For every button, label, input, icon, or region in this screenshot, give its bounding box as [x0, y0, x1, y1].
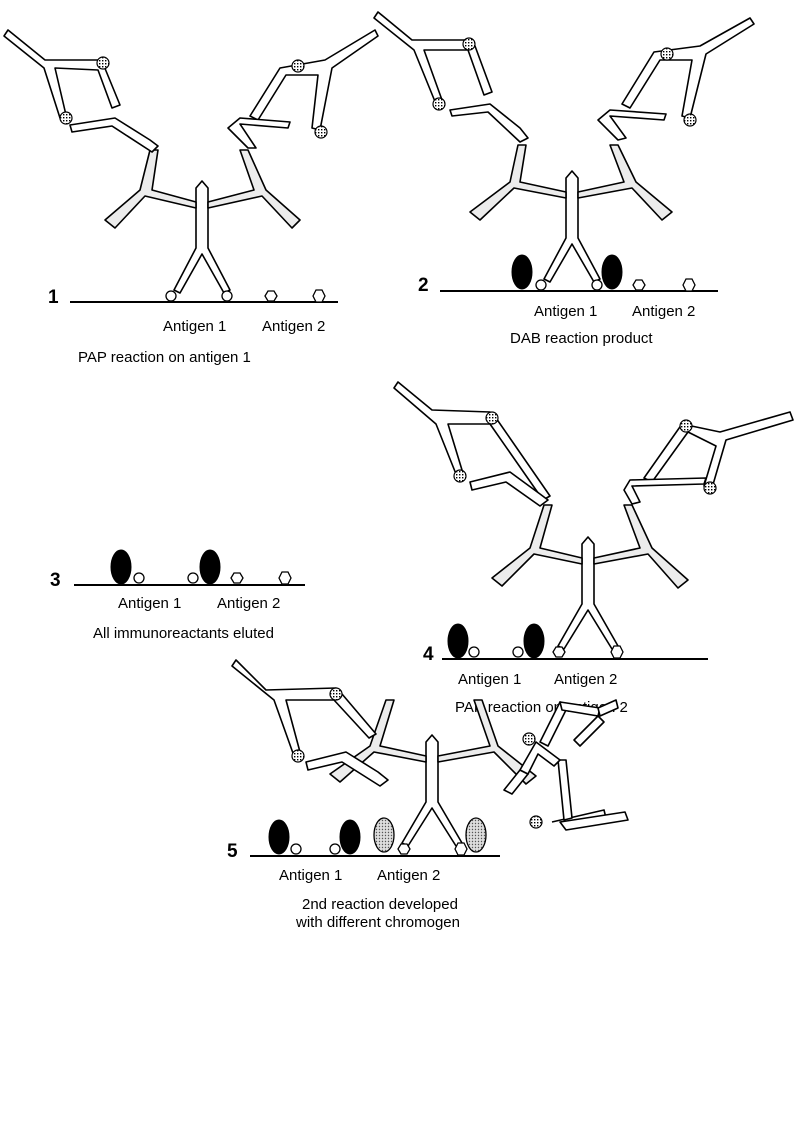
panel-caption: 2nd reaction developed: [302, 896, 458, 913]
panel-number: 2: [418, 275, 429, 296]
panel-caption: PAP reaction on antigen 1: [78, 349, 251, 366]
link-antibody: [105, 150, 196, 228]
antigen-1-marker: [536, 280, 546, 290]
second-chromogen-product: [374, 818, 394, 852]
peroxidase-molecule: [292, 60, 304, 72]
panel-caption: with different chromogen: [295, 914, 460, 931]
panel-number: 4: [423, 644, 434, 665]
peroxidase-molecule: [330, 688, 342, 700]
pap-antibody-left: [374, 12, 492, 104]
peroxidase-molecule: [523, 733, 535, 745]
antigen-2-label: Antigen 2: [217, 595, 280, 612]
antigen-1-marker: [513, 647, 523, 657]
antigen-1-marker: [592, 280, 602, 290]
antigen-1-marker: [222, 291, 232, 301]
dab-reaction-product: [111, 550, 131, 584]
antigen-2-marker: [455, 843, 467, 855]
antigen-2-marker: [231, 573, 243, 583]
panel-number: 5: [227, 841, 238, 862]
peroxidase-molecule: [661, 48, 673, 60]
dab-reaction-product: [269, 820, 289, 854]
antigen-2-label: Antigen 2: [262, 318, 325, 335]
pap-antibody-left: [70, 118, 158, 152]
antigen-1-marker: [166, 291, 176, 301]
dab-reaction-product: [200, 550, 220, 584]
peroxidase-molecule: [684, 114, 696, 126]
link-antibody: [594, 505, 688, 588]
panel-2: 2 Antigen 1 Antigen 2 DAB reaction produ…: [374, 12, 754, 347]
pap-antibody-right: [624, 478, 706, 504]
pap-antibody-right: [574, 716, 604, 746]
antigen-2-marker: [265, 291, 277, 301]
panel-number: 1: [48, 287, 59, 308]
pap-antibody-left: [4, 30, 120, 118]
dab-reaction-product: [340, 820, 360, 854]
dab-reaction-product: [524, 624, 544, 658]
peroxidase-molecule: [60, 112, 72, 124]
pap-complex: [394, 382, 793, 649]
antigen-1-label: Antigen 1: [118, 595, 181, 612]
antigen-1-label: Antigen 1: [534, 303, 597, 320]
panel-4: 4 Antigen 1 Antigen 2 PAP reaction on an…: [394, 382, 793, 716]
pap-antibody-right: [622, 18, 754, 118]
panel-1: 1 Antigen 1 Antigen 2 PAP reaction on an…: [4, 30, 378, 366]
pap-antibody-right: [558, 760, 572, 820]
antigen-1-marker: [291, 844, 301, 854]
peroxidase-molecule: [463, 38, 475, 50]
antigen-1-marker: [469, 647, 479, 657]
antigen-2-marker: [398, 844, 410, 854]
pap-antibody-right: [644, 412, 793, 488]
antigen-2-marker: [553, 647, 565, 657]
primary-antibody: [544, 171, 600, 282]
peroxidase-molecule: [680, 420, 692, 432]
panel-caption: DAB reaction product: [510, 330, 653, 347]
pap-complex: [374, 12, 754, 282]
peroxidase-molecule: [433, 98, 445, 110]
link-antibody: [208, 150, 300, 228]
panel-caption: All immunoreactants eluted: [93, 625, 274, 642]
dab-reaction-product: [512, 255, 532, 289]
pap-antibody-left: [450, 104, 528, 142]
antigen-1-label: Antigen 1: [163, 318, 226, 335]
peroxidase-molecule: [315, 126, 327, 138]
peroxidase-molecule: [454, 470, 466, 482]
peroxidase-molecule: [530, 816, 542, 828]
pap-complex: [4, 30, 378, 293]
pap-antibody-left: [232, 660, 376, 756]
peroxidase-molecule: [292, 750, 304, 762]
antigen-2-marker: [683, 279, 695, 291]
pap-antibody-right: [250, 30, 378, 130]
peroxidase-molecule: [97, 57, 109, 69]
primary-antibody: [402, 735, 462, 846]
antigen-2-marker: [633, 280, 645, 290]
antigen-1-label: Antigen 1: [279, 867, 342, 884]
pap-antibody-right: [228, 118, 290, 148]
dab-reaction-product: [602, 255, 622, 289]
antigen-1-marker: [330, 844, 340, 854]
antigen-1-label: Antigen 1: [458, 671, 521, 688]
antigen-2-label: Antigen 2: [554, 671, 617, 688]
second-chromogen-product: [466, 818, 486, 852]
antigen-1-marker: [188, 573, 198, 583]
peroxidase-molecule: [486, 412, 498, 424]
panel-3: 3 Antigen 1 Antigen 2 All immunoreactant…: [50, 550, 305, 642]
antigen-2-marker: [611, 646, 623, 658]
link-antibody: [578, 145, 672, 220]
antigen-2-marker: [279, 572, 291, 584]
antigen-2-label: Antigen 2: [632, 303, 695, 320]
link-antibody: [492, 505, 582, 586]
antigen-1-marker: [134, 573, 144, 583]
pap-antibody-right: [598, 110, 666, 140]
dab-reaction-product: [448, 624, 468, 658]
panel-number: 3: [50, 570, 61, 591]
antigen-2-marker: [313, 290, 325, 302]
peroxidase-molecule: [704, 482, 716, 494]
pap-antibody-right: [520, 742, 560, 774]
link-antibody: [470, 145, 566, 220]
antigen-2-label: Antigen 2: [377, 867, 440, 884]
